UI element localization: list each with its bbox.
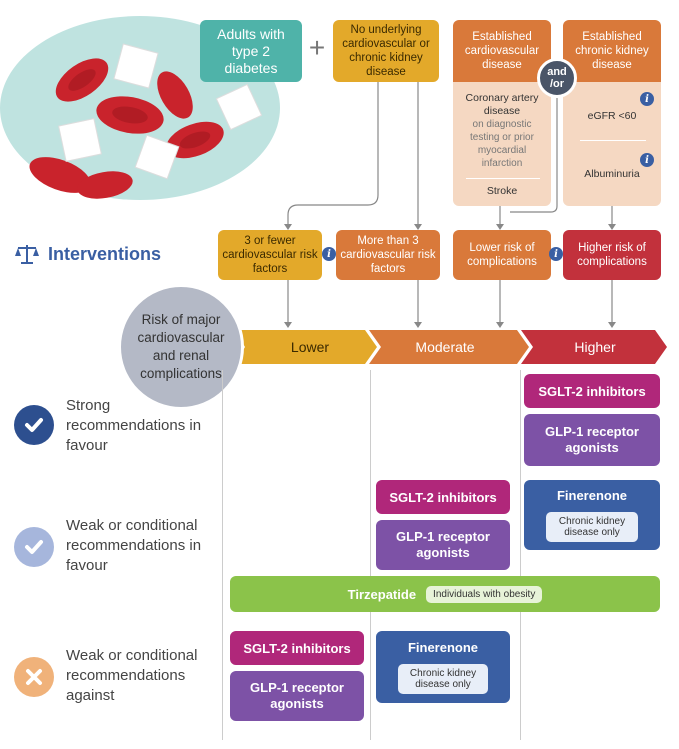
finerenone-higher-ckd-badge: Chronic kidney disease only: [546, 512, 638, 542]
risk-bar: [235, 330, 667, 364]
higher-chevron: [521, 330, 667, 364]
glp1-moderate-box: GLP-1 receptor agonists: [376, 520, 510, 570]
moderate-chevron: [369, 330, 529, 364]
weak-favour-check-icon: [14, 527, 54, 567]
no-disease-box: No underlying cardiovascular or chronic …: [333, 20, 439, 82]
tirzepatide-bar: Tirzepatide Individuals with obesity: [230, 576, 660, 612]
sglt2-lower-text: SGLT-2 inhibitors: [243, 640, 351, 656]
plus-sign: +: [308, 32, 326, 63]
lower-risk-info-icon[interactable]: i: [549, 247, 563, 261]
weak-against-label: Weak or conditional recommendations agai…: [66, 647, 198, 704]
fewer-risk-factors-box: 3 or fewer cardiovascular risk factors: [218, 230, 322, 280]
lower-chevron: [235, 330, 377, 364]
more-risk-factors-text: More than 3 cardiovascular risk factors: [340, 235, 436, 275]
column-divider-3: [520, 370, 521, 740]
sglt2-higher-text: SGLT-2 inhibitors: [538, 383, 646, 399]
sglt2-higher-box: SGLT-2 inhibitors: [524, 374, 660, 408]
egfr-label: eGFR <60: [587, 110, 637, 122]
finerenone-higher-box: Finerenone Chronic kidney disease only: [524, 480, 660, 550]
adults-text: Adults with type 2 diabetes: [217, 25, 285, 76]
weak-against-x-icon: [14, 657, 54, 697]
glp1-moderate-text: GLP-1 receptor agonists: [396, 529, 490, 560]
fewer-risk-factors-text: 3 or fewer cardiovascular risk factors: [222, 235, 318, 275]
cv-detail-panel: [453, 82, 551, 206]
column-divider-2: [370, 370, 371, 740]
glp1-higher-box: GLP-1 receptor agonists: [524, 414, 660, 466]
risk-circle-text: Risk of major cardiovascular and renal c…: [137, 312, 225, 381]
glp1-lower-box: GLP-1 receptor agonists: [230, 671, 364, 721]
and-or-circle: and /or: [537, 58, 577, 98]
risk-circle: Risk of major cardiovascular and renal c…: [118, 284, 244, 410]
tirzepatide-text: Tirzepatide: [347, 586, 417, 602]
connector-arrows: [284, 82, 616, 328]
albuminuria-label: Albuminuria: [584, 168, 640, 180]
strong-label: Strong recommendations in favour: [66, 397, 202, 454]
strong-check-icon: [14, 405, 54, 445]
adults-box: Adults with type 2 diabetes: [200, 20, 302, 82]
sglt2-moderate-text: SGLT-2 inhibitors: [389, 489, 497, 505]
sglt2-moderate-box: SGLT-2 inhibitors: [376, 480, 510, 514]
stroke-label: Stroke: [486, 185, 518, 197]
interventions-label: Interventions: [48, 244, 162, 264]
ckd-divider: [580, 140, 646, 141]
obesity-badge: Individuals with obesity: [426, 585, 543, 603]
cad-detail: on diagnostic testing or prior myocardia…: [470, 119, 534, 169]
higher-risk-text: Higher risk of complications: [577, 242, 647, 268]
no-disease-text: No underlying cardiovascular or chronic …: [342, 24, 430, 78]
finerenone-higher-text: Finerenone: [556, 488, 628, 503]
established-cv-box: Established cardiovascular disease: [453, 20, 551, 82]
sglt2-lower-box: SGLT-2 inhibitors: [230, 631, 364, 665]
cv-divider: [466, 178, 540, 179]
risk-factors-info-icon[interactable]: i: [322, 247, 336, 261]
egfr-info-icon[interactable]: i: [640, 92, 654, 106]
finerenone-higher-ckd-text: Chronic kidney disease only: [558, 516, 626, 538]
albuminuria-info-icon[interactable]: i: [640, 153, 654, 167]
lower-risk-text: Lower risk of complications: [467, 242, 537, 268]
lower-label: Lower: [290, 339, 330, 355]
column-divider-1: [222, 370, 223, 740]
higher-label: Higher: [574, 339, 616, 355]
more-risk-factors-box: More than 3 cardiovascular risk factors: [336, 230, 440, 280]
established-cv-text: Established cardiovascular disease: [464, 31, 540, 71]
weak-favour-label: Weak or conditional recommendations in f…: [66, 517, 202, 574]
cad-title: Coronary artery disease: [465, 92, 539, 117]
established-ckd-text: Established chronic kidney disease: [575, 31, 649, 71]
established-ckd-box: Established chronic kidney disease: [563, 20, 661, 82]
moderate-label: Moderate: [415, 339, 475, 355]
finerenone-moderate-box: Finerenone Chronic kidney disease only: [376, 631, 510, 703]
scales-icon: [14, 242, 40, 266]
finerenone-moderate-ckd-text: Chronic kidney disease only: [409, 668, 477, 690]
higher-risk-box: Higher risk of complications: [563, 230, 661, 280]
glp1-lower-text: GLP-1 receptor agonists: [250, 680, 344, 711]
finerenone-moderate-ckd-badge: Chronic kidney disease only: [398, 664, 488, 694]
and-or-text: and /or: [547, 66, 567, 90]
lower-risk-box: Lower risk of complications: [453, 230, 551, 280]
glp1-higher-text: GLP-1 receptor agonists: [545, 424, 639, 455]
finerenone-moderate-text: Finerenone: [407, 640, 479, 655]
